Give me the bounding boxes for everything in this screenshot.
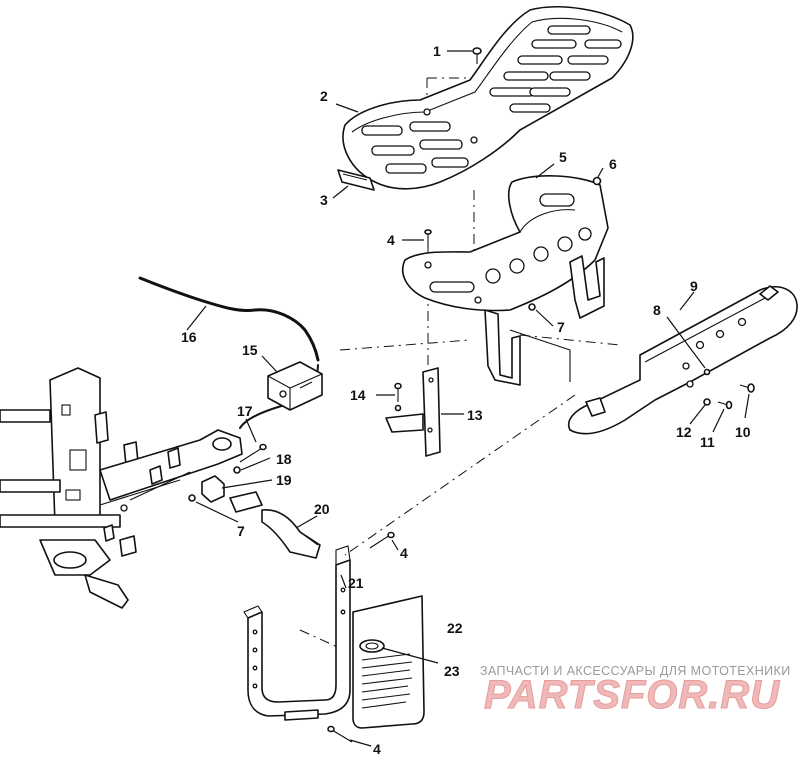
callout-17: 17	[237, 403, 253, 419]
tail-light-15	[267, 361, 323, 411]
callout-10: 10	[735, 424, 751, 440]
callout-23: 23	[444, 663, 460, 679]
footrest-bracket	[401, 175, 609, 386]
leader-lines	[186, 50, 750, 747]
callout-4-top: 4	[387, 232, 395, 248]
nut-part-18	[233, 466, 241, 474]
callout-5: 5	[559, 149, 567, 165]
bracket-part-20	[229, 491, 321, 559]
nut-part-7-right	[528, 303, 536, 311]
screw-part-4-bottom	[327, 725, 353, 743]
mudflap-text-lines	[361, 653, 413, 709]
callout-11: 11	[700, 434, 715, 450]
bumper-hardware	[703, 368, 755, 410]
screw-part-1	[472, 47, 482, 64]
watermark-tagline: ЗАПЧАСТИ И АКСЕССУАРЫ ДЛЯ МОТОТЕХНИКИ	[480, 664, 791, 678]
screw-part-4-middle	[369, 531, 395, 549]
watermark: ЗАПЧАСТИ И АКСЕССУАРЫ ДЛЯ МОТОТЕХНИКИ PA…	[480, 664, 791, 718]
callout-2: 2	[320, 88, 328, 104]
callout-15: 15	[242, 342, 258, 358]
callout-4-middle: 4	[400, 545, 408, 561]
callout-7-right: 7	[557, 319, 565, 335]
reflector-part-3	[337, 169, 375, 191]
screw-part-17	[239, 443, 267, 463]
callout-9: 9	[690, 278, 698, 294]
badge-part-23	[359, 639, 385, 653]
callout-18: 18	[276, 451, 292, 467]
footrest-plate	[342, 6, 634, 190]
callout-22: 22	[447, 620, 463, 636]
callout-6: 6	[609, 156, 617, 172]
callout-12: 12	[676, 424, 692, 440]
callout-16: 16	[181, 329, 197, 345]
mudflap-22	[352, 595, 425, 729]
callout-21: 21	[348, 575, 364, 591]
callout-7-left: 7	[237, 523, 245, 539]
nut-part-7-left	[188, 494, 196, 502]
nut-part-6	[592, 176, 602, 186]
callout-3: 3	[320, 192, 328, 208]
callout-14: 14	[350, 387, 366, 403]
callout-labels: 1 2 3 4 5 6 7 8 9 10 11 12 13 14 15 16 1…	[181, 43, 751, 757]
mudflap-bracket-21	[243, 545, 351, 721]
vehicle-frame	[0, 367, 243, 609]
callout-4-bottom: 4	[373, 741, 381, 757]
callout-13: 13	[467, 407, 483, 423]
callout-8: 8	[653, 302, 661, 318]
callout-20: 20	[314, 501, 330, 517]
mounting-plate-13	[385, 367, 441, 457]
rear-bumper	[568, 285, 798, 435]
screw-part-4-top	[424, 229, 432, 248]
callout-19: 19	[276, 472, 292, 488]
watermark-brand: PARTSFOR.RU	[484, 673, 780, 717]
screw-part-14	[394, 382, 402, 412]
callout-1: 1	[433, 43, 441, 59]
clip-part-19	[201, 475, 225, 503]
